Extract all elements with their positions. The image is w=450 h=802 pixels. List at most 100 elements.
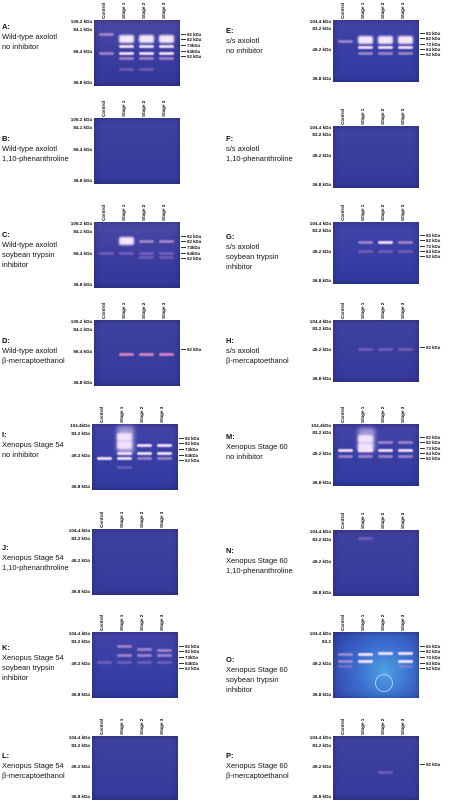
mw-label: 83.2 kDa [71, 638, 90, 644]
caption-line: Xenopus Stage 54 [2, 553, 64, 562]
mw-label: 56.4 kDa [73, 348, 92, 354]
band-size-label: 52 kDa [178, 457, 200, 463]
mw-label: 36.8 kDa [71, 793, 90, 799]
caption-line: Xenopus Stage 54 [2, 440, 64, 449]
band-size-label: 64kDa [181, 48, 200, 54]
mw-label: 56.4 kDa [73, 48, 92, 54]
band-size-label: 73kDa [179, 655, 198, 661]
band-size-labels: 92 kDa [180, 320, 217, 386]
panel-letter: K: [2, 643, 10, 652]
lane-label: Stage 2 [139, 406, 144, 423]
lane-label: Control [340, 204, 345, 221]
gel-band [157, 451, 172, 455]
gel-band [119, 34, 134, 43]
gel-band [159, 251, 174, 255]
lane-label: Stage 1 [121, 2, 126, 19]
gel-image [92, 424, 178, 490]
mw-label: 105.2 kDa [70, 116, 92, 122]
gel-band [398, 46, 413, 50]
lane-label: Control [340, 718, 345, 735]
gel-band [338, 39, 353, 43]
gel-band [139, 251, 154, 255]
mw-label: 49.2 kDa [312, 558, 331, 564]
band-size-label: 92 kDa [419, 761, 441, 767]
band-size-label: 82 kDa [180, 238, 202, 244]
mw-label: 83.2 kDa [312, 228, 331, 234]
band-size-label: 82 kDa [178, 648, 200, 654]
lane-label: Stage 3 [400, 614, 405, 631]
lane-label: Stage 2 [380, 204, 385, 221]
mw-label: 36.8 kDa [312, 691, 331, 697]
gel-band [99, 33, 114, 37]
mw-label: 83.2 kDa [71, 430, 90, 436]
mw-label: 84.1 kDa [73, 26, 92, 32]
caption-line: 1,10-phenanthroline [226, 566, 293, 575]
gel-band [157, 654, 172, 658]
caption-line: 1,10-phenanthroline [2, 563, 69, 572]
lane-label: Control [101, 302, 106, 319]
lane-label: Stage 3 [400, 108, 405, 125]
lane-label: Control [99, 718, 104, 735]
band-size-label: 52 kDa [419, 665, 441, 671]
mw-label: 84.1 kDa [73, 228, 92, 234]
mw-label: 49.2 kDa [312, 763, 331, 769]
band-size-label: 73 kDa [419, 655, 441, 661]
mw-label: 36.8 kDa [73, 177, 92, 183]
band-size-label: 64 kDa [419, 46, 441, 52]
mw-label: 104.4 kDa [309, 124, 331, 130]
lane-label: Stage 1 [360, 108, 365, 125]
band-size-label: 64kDa [179, 660, 198, 666]
gel-band [338, 653, 353, 657]
caption-line: inhibitor [226, 685, 253, 694]
lane-label: Control [101, 100, 106, 117]
lane-label: Stage 2 [380, 302, 385, 319]
panel-letter: F: [226, 134, 234, 143]
caption-line: s/s axolotl [226, 242, 260, 251]
band-size-labels: 92 kDa [419, 736, 450, 800]
lane-label: Stage 1 [121, 302, 126, 319]
lane-label: Stage 1 [121, 100, 126, 117]
mw-label: 104.4 kDa [309, 18, 331, 24]
mw-label: 49.2 kDa [312, 46, 331, 52]
mw-label: 49.2 kDa [71, 660, 90, 666]
mw-label: 104.4kDa [311, 422, 331, 428]
panel-letter: D: [2, 336, 10, 345]
lane-label: Stage 3 [161, 100, 166, 117]
gel-band [358, 347, 373, 351]
gel-band [378, 448, 393, 452]
gel-band [378, 771, 393, 775]
lane-label: Stage 3 [159, 614, 164, 631]
gel-band [398, 441, 413, 445]
gel-band [119, 51, 134, 55]
band-size-label: 52 kDa [419, 253, 441, 259]
gel-band [378, 347, 393, 351]
mw-label: 36.8 kDa [312, 793, 331, 799]
gel-band [159, 256, 174, 260]
band-size-label: 92 kDa [419, 434, 441, 440]
gel-band [398, 448, 413, 452]
band-size-label: 82 kDa [178, 440, 200, 446]
gel-band [338, 659, 353, 663]
caption-line: β-mercaptoethanol [226, 771, 289, 780]
panel-letter: I: [2, 430, 7, 439]
gel-band [139, 34, 154, 43]
panel-letter: M: [226, 432, 235, 441]
band-size-label: 73kDa [179, 447, 198, 453]
band-size-label: 64 kDa [419, 248, 441, 254]
